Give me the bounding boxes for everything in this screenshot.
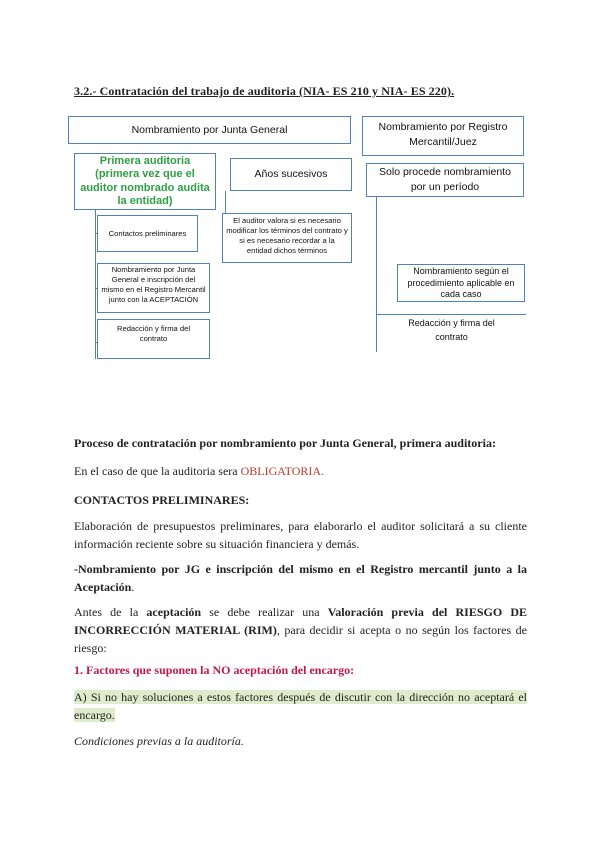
contactos-preliminares-label: Contactos preliminares [108, 229, 187, 238]
connector-right-trunk [376, 196, 378, 352]
aceptacion-b: aceptación [146, 605, 202, 619]
contactos-preliminares-box: Contactos preliminares [97, 215, 198, 252]
primera-line-2: (primera vez que el [95, 168, 195, 181]
anos-sucesivos-label: Años sucesivos [254, 168, 328, 180]
paragraph-nombramiento-jg: -Nombramiento por JG e inscripción del m… [74, 560, 527, 596]
redaccion-left-box: Redacción y firma del contrato [97, 319, 210, 359]
primera-line-4: la entidad) [117, 195, 173, 208]
aceptacion-c: se debe realizar una [201, 605, 328, 619]
redaccion-right-box: Redacción y firma del contrato [376, 314, 526, 352]
valoracion-contrato-text: El auditor valora si es necesario modifi… [226, 216, 348, 255]
obligatoria-highlight: OBLIGATORIA. [240, 464, 325, 478]
connector-left-trunk [95, 209, 97, 359]
nombramiento-segun-box: Nombramiento según el procedimiento apli… [397, 264, 525, 302]
primera-line-3: auditor nombrado audita [80, 181, 210, 194]
nombramiento-jg-bold: -Nombramiento por JG e inscripción del m… [74, 562, 527, 594]
redaccion-left-text: Redacción y firma del contrato [116, 324, 191, 344]
redaccion-right-line1: Redacción y firma del [408, 318, 495, 328]
junta-general-header: Nombramiento por Junta General [131, 124, 288, 136]
connector-redaccion-left [95, 342, 97, 344]
nombramiento-jg-box: Nombramiento por Junta General e inscrip… [97, 263, 210, 313]
registro-header-box: Nombramiento por Registro Mercantil/Juez [362, 116, 524, 156]
paragraph-proceso: Proceso de contratación por nombramiento… [74, 436, 496, 450]
solo-procede-text: Solo procede nombramiento por un período [379, 166, 511, 193]
section-heading: 3.2.- Contratación del trabajo de audito… [74, 84, 455, 98]
junta-general-header-box: Nombramiento por Junta General [68, 116, 351, 144]
paragraph-contactos-heading: CONTACTOS PRELIMINARES: [74, 493, 250, 507]
paragraph-soluciones: A) Si no hay soluciones a estos factores… [74, 688, 527, 724]
obligatoria-prefix: En el caso de que la auditoria sera [74, 464, 241, 478]
anos-sucesivos-box: Años sucesivos [230, 158, 352, 191]
connector-contactos [95, 233, 97, 235]
nombramiento-jg-tail: . [131, 580, 135, 594]
valoracion-contrato-box: El auditor valora si es necesario modifi… [222, 213, 352, 263]
primera-line-1: Primera auditoria [99, 155, 191, 167]
aceptacion-a: Antes de la [74, 605, 147, 619]
paragraph-obligatoria: En el caso de que la auditoria sera OBLI… [74, 462, 527, 480]
connector-jg [95, 288, 97, 290]
soluciones-highlight: A) Si no hay soluciones a estos factores… [74, 690, 527, 722]
aceptacion-e: , para decidir si acepta o no según los … [74, 623, 527, 655]
nombramiento-segun-text: Nombramiento según el procedimiento apli… [407, 266, 515, 300]
solo-procede-box: Solo procede nombramiento por un período [366, 163, 524, 197]
redaccion-right-line2: contrato [435, 331, 468, 342]
registro-header-line2: Mercantil/Juez [409, 135, 477, 148]
nombramiento-jg-text: Nombramiento por Junta General e inscrip… [101, 265, 206, 304]
paragraph-presupuestos: Elaboración de presupuestos preliminares… [74, 519, 527, 551]
paragraph-condiciones: Condiciones previas a la auditoría. [74, 734, 244, 748]
paragraph-aceptacion: Antes de la aceptación se debe realizar … [74, 603, 527, 657]
primera-auditoria-box: Primera auditoria (primera vez que el au… [74, 153, 216, 210]
aceptacion-d: Valoración previa del RIESGO DE INCORREC… [74, 605, 527, 637]
paragraph-factores: 1. Factores que suponen la NO aceptación… [74, 663, 355, 677]
registro-header-line1: Nombramiento por Registro [378, 121, 508, 133]
